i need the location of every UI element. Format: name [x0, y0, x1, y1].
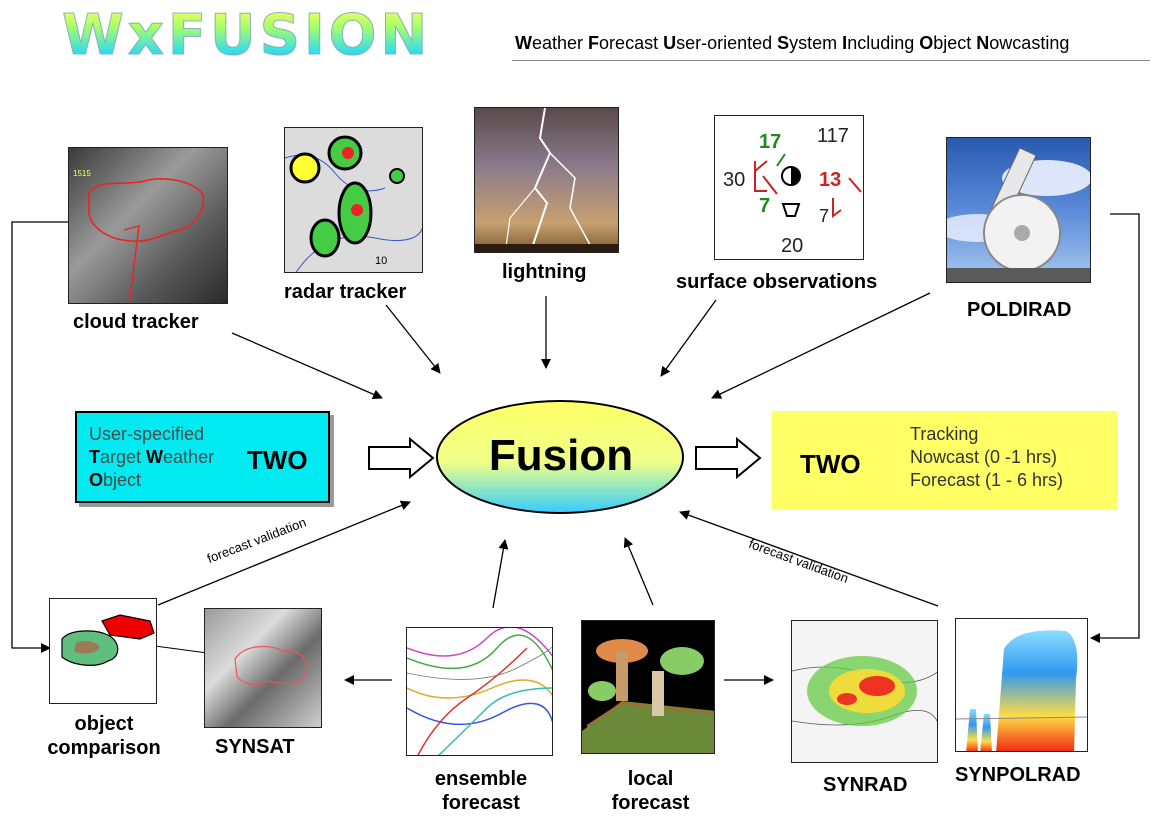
block-arrow-in [368, 436, 435, 480]
lightning-image [474, 107, 619, 253]
header-rule [512, 60, 1150, 61]
svg-text:20: 20 [781, 235, 803, 257]
two-input-box: User-specified Target Weather Object TWO [75, 411, 330, 503]
arrow-local-to-fusion [623, 537, 654, 606]
label-local-forecast: local forecast [611, 768, 690, 814]
arrow-ensemble-to-fusion [492, 539, 509, 609]
label-cloud-tracker: cloud tracker [73, 311, 199, 333]
surface-observations-image: 17 117 30 13 7 7 20 [714, 115, 864, 260]
svg-text:30: 30 [723, 169, 745, 191]
svg-text:13: 13 [819, 169, 841, 191]
two-output-label: TWO [800, 449, 861, 479]
label-synrad: SYNRAD [823, 774, 908, 796]
two-output-box: TWO Tracking Nowcast (0 -1 hrs) Forecast… [772, 411, 1117, 510]
arrow-validation-left [157, 500, 411, 606]
arrow-radar-to-fusion [385, 304, 441, 374]
label-synpolrad: SYNPOLRAD [955, 764, 1081, 786]
arrow-cloud-to-fusion [231, 332, 383, 400]
svg-text:1515: 1515 [73, 169, 91, 178]
svg-text:10: 10 [375, 255, 387, 267]
radar-tracker-image: 10 [284, 127, 423, 273]
poldirad-image [946, 137, 1091, 283]
arrow-cloud-to-comparison [11, 221, 86, 653]
wxfusion-logo: WxFUSION [61, 3, 432, 68]
arrow-surface-to-fusion [660, 299, 717, 377]
fusion-ellipse [436, 400, 684, 514]
header-subtitle: Weather Forecast User-oriented System In… [515, 33, 1070, 53]
label-ensemble-forecast: ensemble forecast [434, 768, 528, 814]
label-object-comparison: object comparison [47, 713, 161, 759]
svg-text:117: 117 [817, 125, 849, 147]
output-lines: Tracking Nowcast (0 -1 hrs) Forecast (1 … [910, 424, 1064, 490]
synsat-image [204, 608, 322, 728]
two-input-label: TWO [247, 445, 308, 475]
local-forecast-image [581, 620, 715, 754]
label-poldirad: POLDIRAD [967, 299, 1072, 321]
arrow-poldirad-to-fusion [711, 292, 931, 399]
user-specified-text: User-specified Target Weather Object [89, 424, 215, 490]
arrow-poldirad-to-synpolrad [1090, 213, 1140, 643]
synrad-image [791, 620, 938, 763]
label-lightning: lightning [502, 261, 587, 283]
label-radar-tracker: radar tracker [284, 281, 407, 303]
label-synsat: SYNSAT [215, 736, 295, 758]
svg-text:17: 17 [759, 131, 781, 153]
ensemble-forecast-image [406, 627, 553, 756]
synpolrad-image [955, 618, 1088, 752]
cloud-tracker-image: 1515 [68, 147, 228, 304]
object-comparison-image [49, 598, 157, 704]
label-surface-observations: surface observations [676, 271, 878, 293]
svg-text:7: 7 [819, 206, 829, 226]
block-arrow-out [695, 436, 762, 480]
svg-text:7: 7 [759, 195, 770, 217]
arrow-validation-right [679, 510, 939, 607]
fusion-label: Fusion [488, 431, 634, 480]
